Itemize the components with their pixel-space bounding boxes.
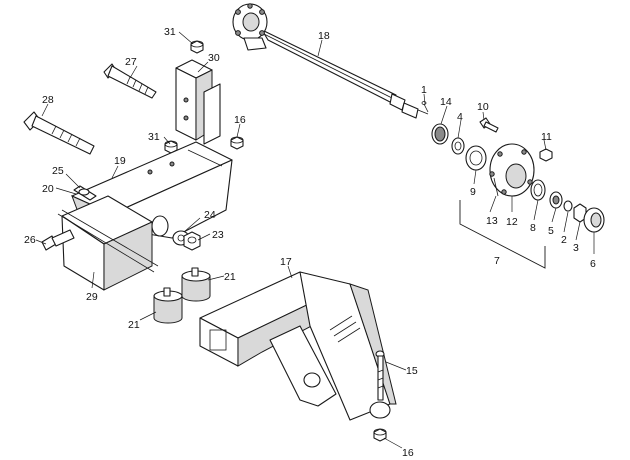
axle-flange-hub bbox=[232, 3, 268, 51]
rubber-mount-21-left bbox=[153, 287, 183, 324]
callout-labels: 1 2 3 4 5 6 7 8 9 10 11 12 13 14 15 16 1… bbox=[24, 26, 596, 459]
callout-3: 3 bbox=[573, 242, 579, 254]
callout-15: 15 bbox=[406, 365, 418, 377]
nut-23 bbox=[183, 231, 201, 251]
callout-25: 25 bbox=[52, 165, 64, 177]
leader-lines bbox=[35, 31, 595, 449]
washer-2 bbox=[563, 200, 573, 212]
bolt-26 bbox=[41, 229, 75, 251]
callout-2: 2 bbox=[561, 234, 567, 246]
callout-13: 13 bbox=[486, 215, 498, 227]
callout-4: 4 bbox=[457, 111, 463, 123]
bearing-cup-9 bbox=[465, 145, 487, 171]
callout-1: 1 bbox=[421, 84, 427, 96]
callout-16a: 16 bbox=[234, 114, 246, 126]
callout-21a: 21 bbox=[224, 271, 236, 283]
callout-29: 29 bbox=[86, 291, 98, 303]
callout-19: 19 bbox=[114, 155, 126, 167]
callout-16b: 16 bbox=[402, 447, 414, 459]
bearing-cup-8 bbox=[530, 179, 546, 201]
washer-25 bbox=[78, 188, 90, 196]
callout-11: 11 bbox=[541, 131, 552, 143]
callout-26: 26 bbox=[24, 234, 36, 246]
hub-cap-6 bbox=[583, 207, 605, 233]
nut-11 bbox=[539, 148, 553, 162]
cotter-pin-1 bbox=[421, 101, 429, 113]
callout-6: 6 bbox=[590, 258, 596, 270]
bearing-4 bbox=[451, 137, 465, 155]
assembly-bracket-7 bbox=[459, 200, 546, 269]
callout-30: 30 bbox=[208, 52, 220, 64]
bolt-27 bbox=[103, 63, 157, 99]
stud-bolt-10 bbox=[479, 117, 499, 133]
callout-31b: 31 bbox=[148, 131, 160, 143]
callout-7: 7 bbox=[494, 255, 500, 267]
nut-16-upper bbox=[230, 136, 244, 150]
swing-arm-17 bbox=[199, 271, 397, 421]
callout-8: 8 bbox=[530, 222, 536, 234]
nut-16-lower bbox=[373, 428, 387, 442]
callout-20: 20 bbox=[42, 183, 54, 195]
callout-28: 28 bbox=[42, 94, 54, 106]
callout-10: 10 bbox=[477, 101, 489, 113]
wheel-bolt-13 bbox=[493, 177, 499, 197]
callout-27: 27 bbox=[125, 56, 137, 68]
callout-21b: 21 bbox=[128, 319, 140, 331]
callout-24: 24 bbox=[204, 209, 216, 221]
rubber-mount-21-right bbox=[181, 267, 211, 302]
callout-5: 5 bbox=[548, 225, 554, 237]
callout-12: 12 bbox=[506, 216, 518, 228]
bracket-30 bbox=[175, 59, 221, 145]
callout-17: 17 bbox=[280, 256, 292, 268]
bearing-5 bbox=[549, 191, 563, 209]
axle-shaft bbox=[261, 29, 429, 119]
callout-23: 23 bbox=[212, 229, 224, 241]
bolt-28 bbox=[23, 111, 95, 155]
callout-18: 18 bbox=[318, 30, 330, 42]
callout-31a: 31 bbox=[164, 26, 176, 38]
nut-31-top bbox=[190, 40, 204, 54]
callout-14: 14 bbox=[440, 96, 452, 108]
bolt-15 bbox=[375, 350, 385, 401]
callout-9: 9 bbox=[470, 186, 476, 198]
seal-14 bbox=[431, 123, 449, 145]
